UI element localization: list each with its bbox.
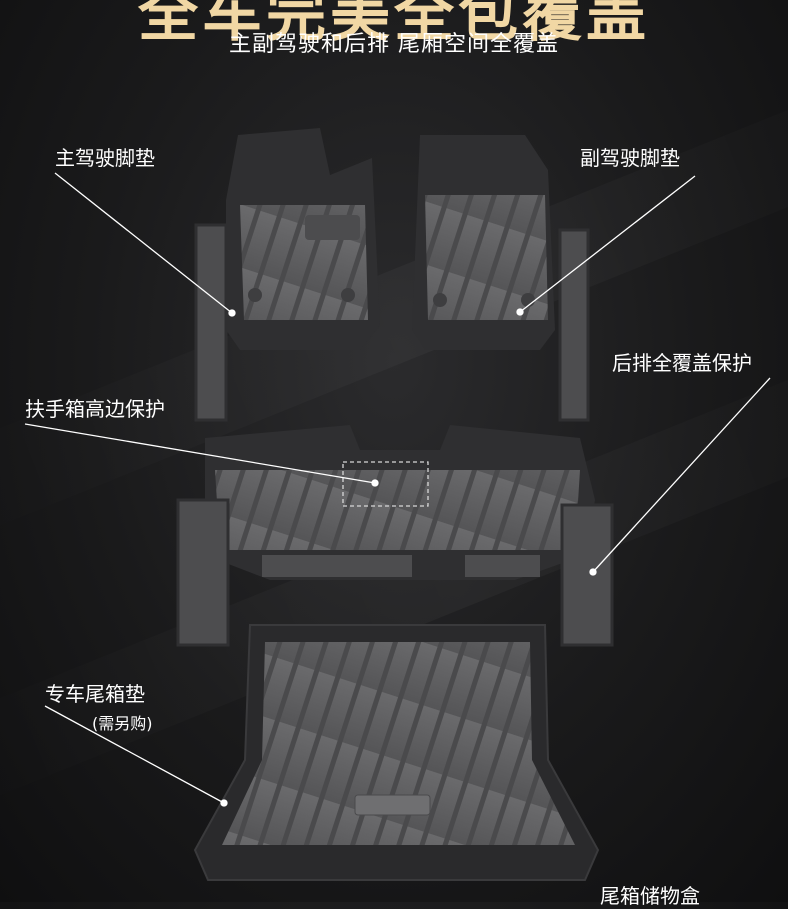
- page-title: 全车完美全包覆盖: [138, 0, 650, 50]
- label-trunk-box: 尾箱储物盒: [600, 884, 700, 908]
- label-rear-cover: 后排全覆盖保护: [612, 351, 752, 375]
- label-trunk-mat: 专车尾箱垫: [45, 682, 145, 706]
- armrest-highlight-box: [342, 461, 429, 507]
- label-armrest: 扶手箱高边保护: [25, 397, 165, 421]
- page-subtitle: 主副驾驶和后排 尾厢空间全覆盖: [229, 32, 559, 57]
- passenger-floor-mat: [412, 135, 590, 422]
- label-passenger-mat: 副驾驶脚垫: [580, 146, 680, 170]
- driver-floor-mat: [194, 128, 380, 422]
- label-trunk-note: (需另购): [92, 714, 153, 733]
- rear-floor-mat: [176, 425, 614, 647]
- trunk-mat: [193, 624, 600, 881]
- label-driver-mat: 主驾驶脚垫: [55, 146, 155, 170]
- leader-lines: [24, 172, 771, 807]
